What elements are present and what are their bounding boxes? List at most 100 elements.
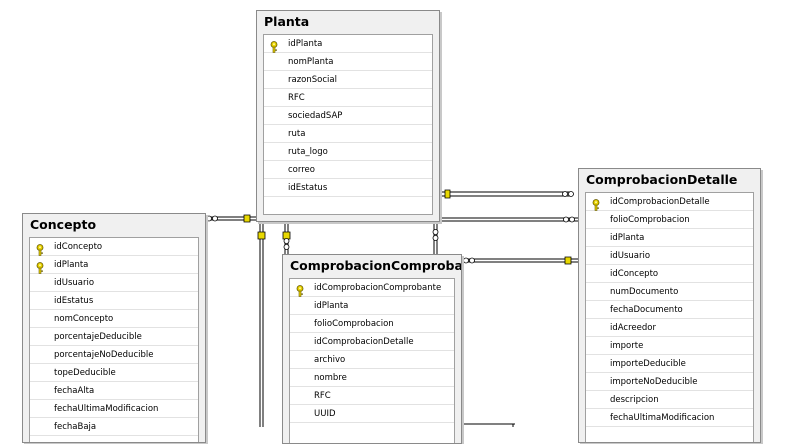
- column-name: sociedadSAP: [288, 111, 343, 121]
- column-name: idPlanta: [610, 233, 645, 243]
- table-title: Concepto: [30, 217, 97, 232]
- column-row[interactable]: folioComprobacion: [290, 315, 454, 333]
- column-name: idComprobacionDetalle: [314, 337, 414, 347]
- column-row[interactable]: importe: [586, 337, 753, 355]
- column-name: topeDeducible: [54, 368, 116, 378]
- column-row[interactable]: fechaAlta: [30, 382, 198, 400]
- column-row[interactable]: numDocumento: [586, 283, 753, 301]
- column-name: UUID: [314, 409, 336, 419]
- relationship-planta-detalle-top: [440, 189, 574, 199]
- column-row[interactable]: idComprobacionDetalle: [586, 193, 753, 211]
- column-name: folioComprobacion: [610, 215, 690, 225]
- column-name: fechaAlta: [54, 386, 95, 396]
- table-title: ComprobacionDetalle: [586, 172, 738, 187]
- column-row[interactable]: fechaUltimaModificacion: [30, 400, 198, 418]
- column-row[interactable]: folioComprobacion: [586, 211, 753, 229]
- column-name: idComprobacionDetalle: [610, 197, 710, 207]
- column-row[interactable]: idPlanta: [290, 297, 454, 315]
- column-row[interactable]: importeNoDeducible: [586, 373, 753, 391]
- column-row[interactable]: nombre: [290, 369, 454, 387]
- column-row[interactable]: ruta: [264, 125, 432, 143]
- relationship-planta-vertical: [257, 222, 266, 427]
- key-icon: [295, 282, 305, 297]
- column-name: idConcepto: [610, 269, 659, 279]
- column-list: idConcepto idPlanta idUsuario idEstatus nomC…: [29, 237, 199, 442]
- column-row[interactable]: porcentajeDeducible: [30, 328, 198, 346]
- column-row[interactable]: UUID: [290, 405, 454, 423]
- column-name: idPlanta: [288, 39, 323, 49]
- column-name: idUsuario: [610, 251, 651, 261]
- column-name: RFC: [314, 391, 331, 401]
- column-name: idPlanta: [314, 301, 349, 311]
- column-row[interactable]: idConcepto: [586, 265, 753, 283]
- column-row[interactable]: nomConcepto: [30, 310, 198, 328]
- column-name: fechaBaja: [54, 422, 97, 432]
- relationship-comprobante-detalle: [462, 256, 580, 265]
- column-row[interactable]: RFC: [290, 387, 454, 405]
- table-comprobacion-comprobante[interactable]: ComprobacionComproban idComprobacionComp…: [282, 254, 462, 444]
- key-icon: [591, 196, 601, 211]
- column-row[interactable]: fechaBaja: [30, 418, 198, 436]
- relationship-lines: [205, 189, 580, 427]
- column-row[interactable]: idEstatus: [264, 179, 432, 197]
- table-concepto[interactable]: Concepto idConcepto idPlanta idUsuario idEs…: [22, 213, 206, 443]
- column-name: razonSocial: [288, 75, 337, 85]
- column-name: fechaUltimaModificacion: [54, 404, 159, 414]
- column-name: idPlanta: [54, 260, 89, 270]
- column-row[interactable]: idPlanta: [264, 35, 432, 53]
- column-row[interactable]: fechaDocumento: [586, 301, 753, 319]
- column-row[interactable]: razonSocial: [264, 71, 432, 89]
- column-name: folioComprobacion: [314, 319, 394, 329]
- relationship-comprobante-top: [432, 222, 439, 258]
- column-name: ruta: [288, 129, 306, 139]
- column-name: RFC: [288, 93, 305, 103]
- column-row[interactable]: idComprobacionComprobante: [290, 279, 454, 297]
- column-name: porcentajeNoDeducible: [54, 350, 154, 360]
- column-name: numDocumento: [610, 287, 679, 297]
- column-row[interactable]: idComprobacionDetalle: [290, 333, 454, 351]
- column-name: idAcreedor: [610, 323, 656, 333]
- column-name: idComprobacionComprobante: [314, 283, 442, 293]
- relationship-planta-comprobante: [282, 222, 291, 258]
- key-icon: [35, 241, 45, 256]
- column-name: correo: [288, 165, 315, 175]
- column-name: descripcion: [610, 395, 659, 405]
- key-icon: [269, 38, 279, 53]
- column-row[interactable]: idConcepto: [30, 238, 198, 256]
- column-row[interactable]: idUsuario: [30, 274, 198, 292]
- column-row[interactable]: archivo: [290, 351, 454, 369]
- table-title: ComprobacionComproban: [290, 258, 461, 273]
- column-row[interactable]: porcentajeNoDeducible: [30, 346, 198, 364]
- column-row[interactable]: RFC: [264, 89, 432, 107]
- column-name: fechaDocumento: [610, 305, 683, 315]
- column-name: importeDeducible: [610, 359, 686, 369]
- relationship-concepto-planta: [205, 214, 258, 223]
- relationship-planta-detalle-mid: [440, 216, 580, 223]
- column-row[interactable]: idPlanta: [30, 256, 198, 274]
- column-row[interactable]: topeDeducible: [30, 364, 198, 382]
- column-name: nomPlanta: [288, 57, 334, 67]
- table-title: Planta: [264, 14, 310, 29]
- column-name: importeNoDeducible: [610, 377, 698, 387]
- column-name: nombre: [314, 373, 347, 383]
- column-row[interactable]: idEstatus: [30, 292, 198, 310]
- column-list: idComprobacionComprobante idPlanta folioCo…: [289, 278, 455, 443]
- column-name: archivo: [314, 355, 346, 365]
- key-icon: [35, 259, 45, 274]
- column-name: nomConcepto: [54, 314, 114, 324]
- column-row[interactable]: idPlanta: [586, 229, 753, 247]
- table-comprobacion-detalle[interactable]: ComprobacionDetalle idComprobacionDetall…: [578, 168, 761, 443]
- column-row[interactable]: sociedadSAP: [264, 107, 432, 125]
- column-row[interactable]: idUsuario: [586, 247, 753, 265]
- column-name: idUsuario: [54, 278, 95, 288]
- column-row[interactable]: importeDeducible: [586, 355, 753, 373]
- empty-row: [264, 197, 432, 214]
- column-row[interactable]: idAcreedor: [586, 319, 753, 337]
- column-row[interactable]: ruta_logo: [264, 143, 432, 161]
- column-name: ruta_logo: [288, 147, 328, 157]
- column-row[interactable]: nomPlanta: [264, 53, 432, 71]
- column-row[interactable]: fechaUltimaModificacion: [586, 409, 753, 427]
- column-row[interactable]: correo: [264, 161, 432, 179]
- column-row[interactable]: descripcion: [586, 391, 753, 409]
